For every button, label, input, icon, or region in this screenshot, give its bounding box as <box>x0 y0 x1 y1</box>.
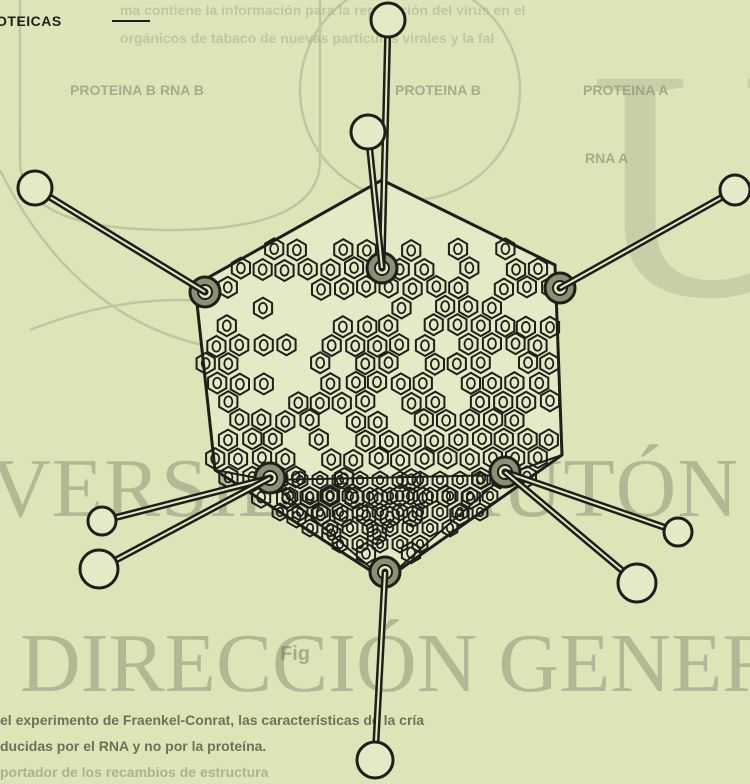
fiber-shaft-highlight <box>116 478 270 560</box>
fiber-shaft-highlight <box>505 472 665 527</box>
fiber-shaft-highlight <box>560 197 722 288</box>
fiber-knob <box>720 175 750 205</box>
fiber-knob <box>351 115 385 149</box>
fiber-shaft-highlight <box>50 197 205 292</box>
fiber-knob <box>88 507 116 535</box>
fiber-knob <box>371 3 405 37</box>
fiber-knob <box>664 518 692 546</box>
fiber-knob <box>80 550 118 588</box>
fiber-knob <box>18 171 52 205</box>
fiber-knob <box>357 742 393 778</box>
fiber-shaft-highlight <box>116 478 270 518</box>
callout-label: OTEICAS <box>0 13 62 29</box>
fiber-knob <box>618 564 656 602</box>
fiber-shaft-highlight <box>505 472 622 571</box>
